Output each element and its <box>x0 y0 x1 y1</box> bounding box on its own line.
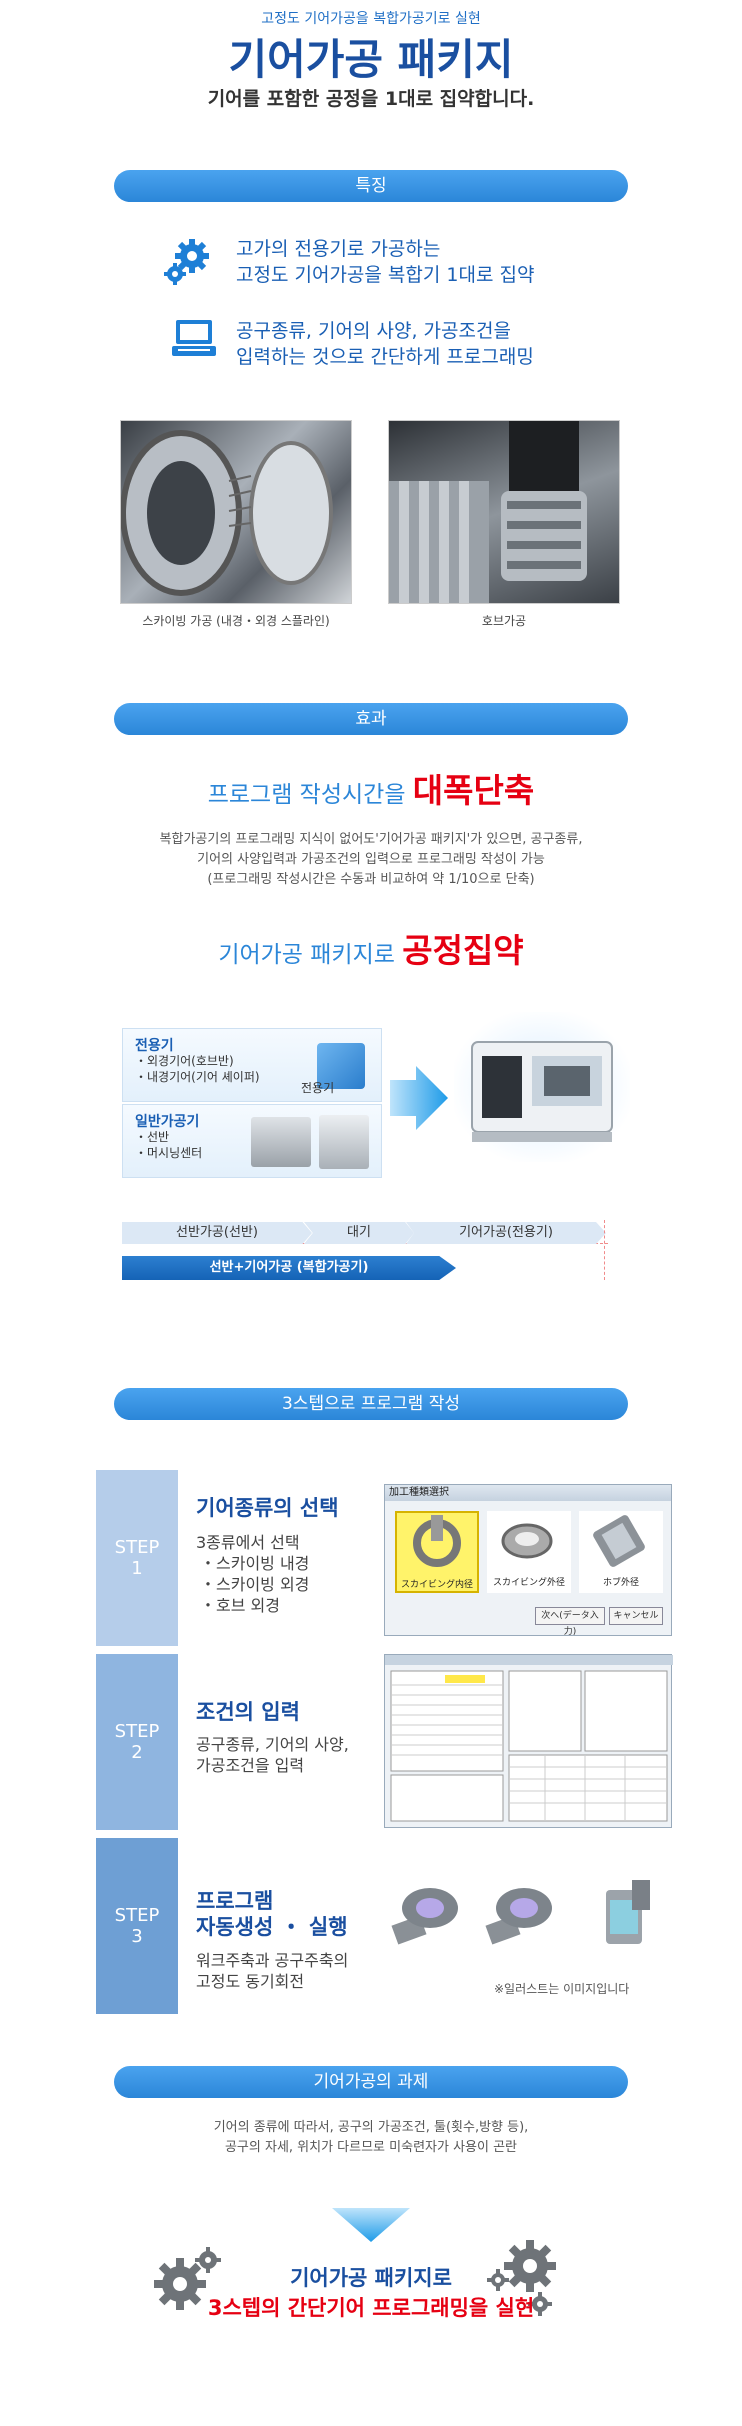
special-title: 전용기 <box>135 1038 174 1054</box>
step-3-body: 워크주축과 공구주축의 고정도 동기회전 <box>196 1950 348 1992</box>
step-1-badge: STEP 1 <box>96 1470 178 1646</box>
challenge-para-line2: 공구의 자세, 위치가 다르므로 미숙련자가 사용이 곤란 <box>224 2140 518 2155</box>
header-subtitle: 고정도 기어가공을 복합가공기로 실현 <box>261 11 481 27</box>
multitasking-machine-illustration <box>454 1012 630 1162</box>
step-1-body-line3: ・스카이빙 외경 <box>200 1575 310 1594</box>
step-3-body-line1: 워크주축과 공구주축의 <box>196 1951 349 1970</box>
step-2-title: 조건의 입력 <box>196 1700 300 1724</box>
gear-left-icon <box>150 2246 224 2320</box>
step-2-body-line2: 가공조건을 입력 <box>196 1756 305 1775</box>
arrow-right-icon <box>390 1066 448 1130</box>
timeline-top: 선반가공(선반) 대기 기어가공(전용기) <box>122 1222 608 1244</box>
step-1-title: 기어종류의 선택 <box>196 1496 339 1520</box>
special-item-1: ・외경기어(호브반) <box>135 1054 234 1068</box>
general-machine-box: 일반가공기 ・선반 ・머시닝센터 <box>122 1104 382 1178</box>
condition-input-dialog <box>384 1654 673 1828</box>
effect-headline-2-bold: 공정집약 <box>402 931 524 970</box>
special-machine-box: 전용기 ・외경기어(호브반) ・내경기어(기어 셰이퍼) 전용기 <box>122 1028 382 1102</box>
steps-heading: 3스텝으로 프로그램 작성 <box>114 1388 628 1420</box>
step-3-badge: STEP 3 <box>96 1838 178 2014</box>
step-2-label: STEP <box>114 1721 160 1742</box>
step-3-title: 프로그램 자동생성 ・ 실행 <box>196 1888 348 1940</box>
dialog-1-title: 加工種類選択 <box>385 1485 671 1501</box>
features-heading: 특징 <box>114 170 628 202</box>
effect-headline-1-normal: 프로그램 작성시간을 <box>207 782 413 808</box>
gear-right-icon <box>484 2236 564 2320</box>
solution-line-2: 3스텝의 간단기어 프로그래밍을 실현 <box>207 2296 535 2320</box>
general-item-2: ・머시닝센터 <box>135 1146 203 1160</box>
step-3-body-line2: 고정도 동기회전 <box>196 1972 305 1991</box>
feature-1-line1: 고가의 전용기로 가공하는 <box>236 238 441 260</box>
lathe-illustration <box>251 1117 311 1167</box>
general-items: ・선반 ・머시닝센터 <box>135 1129 202 1161</box>
timeline-combined: 선반+기어가공 (복합가공기) <box>122 1256 456 1280</box>
option-1-label: スカイビング内径 <box>400 1580 473 1590</box>
effect-para-line3: (프로그래밍 작성시간은 수동과 비교하여 약 1/10으로 단축) <box>207 872 535 887</box>
step-1-label: STEP <box>114 1537 160 1558</box>
general-item-1: ・선반 <box>135 1130 170 1144</box>
effect-headline-2: 기어가공 패키지로 공정집약 <box>0 924 742 972</box>
step-1-number: 1 <box>131 1558 143 1579</box>
illustration-note: ※일러스트는 이미지입니다 <box>494 1982 630 1996</box>
skiving-illustration <box>384 1880 674 1960</box>
effect-para-line1: 복합가공기의 프로그래밍 지식이 없어도'기어가공 패키지'가 있으면, 공구종… <box>159 832 583 847</box>
step-2-body: 공구종류, 기어의 사양, 가공조건을 입력 <box>196 1734 349 1776</box>
step-1-body-line2: ・스카이빙 내경 <box>200 1554 310 1573</box>
effect-headline-1-bold: 대폭단축 <box>412 771 535 810</box>
general-title: 일반가공기 <box>135 1114 200 1130</box>
solution-line-1: 기어가공 패키지로 <box>290 2266 452 2290</box>
step-1-body-line1: 3종류에서 선택 <box>196 1533 300 1552</box>
feature-2-text: 공구종류, 기어의 사양, 가공조건을 입력하는 것으로 간단하게 프로그래밍 <box>236 318 534 370</box>
skiving-photo <box>120 420 352 604</box>
laptop-icon <box>172 318 216 358</box>
arrow-down-icon <box>332 2208 410 2242</box>
step-2-body-line1: 공구종류, 기어의 사양, <box>196 1735 349 1754</box>
gear-type-dialog: 加工種類選択 スカイビング内径 スカイビング外径 ホブ外径 次へ(データ入力) … <box>384 1484 672 1637</box>
step-1-body: 3종류에서 선택 ・스카이빙 내경 ・스카이빙 외경 ・호브 외경 <box>196 1532 309 1616</box>
option-3-label: ホブ外径 <box>602 1578 639 1588</box>
cancel-button[interactable]: キャンセル <box>609 1607 663 1625</box>
step-3-number: 3 <box>131 1926 143 1947</box>
special-items: ・외경기어(호브반) ・내경기어(기어 셰이퍼) <box>135 1053 260 1085</box>
step-1-body-line4: ・호브 외경 <box>200 1596 280 1615</box>
option-skiving-outer[interactable]: スカイビング外径 <box>487 1511 571 1593</box>
special-item-2: ・내경기어(기어 셰이퍼) <box>135 1070 260 1084</box>
option-hob-outer[interactable]: ホブ外径 <box>579 1511 663 1593</box>
machining-center-illustration <box>319 1115 369 1169</box>
skiving-caption: 스카이빙 가공 (내경・외경 스플라인) <box>142 614 330 628</box>
effect-headline-1: 프로그램 작성시간을 대폭단축 <box>0 764 742 812</box>
effect-headline-2-normal: 기어가공 패키지로 <box>218 942 403 968</box>
feature-1-line2: 고정도 기어가공을 복합기 1대로 집약 <box>236 264 535 286</box>
special-machine-illustration <box>317 1043 365 1089</box>
step-3-title-line2: 자동생성 ・ 실행 <box>196 1915 348 1939</box>
timeline-wait: 대기 <box>304 1222 414 1244</box>
feature-2-line1: 공구종류, 기어의 사양, 가공조건을 <box>236 320 511 342</box>
challenge-heading: 기어가공의 과제 <box>114 2066 628 2098</box>
step-3-label: STEP <box>114 1905 160 1926</box>
challenge-paragraph: 기어의 종류에 따라서, 공구의 가공조건, 툴(횟수,방향 등), 공구의 자… <box>0 2118 742 2158</box>
timeline-gear: 기어가공(전용기) <box>406 1222 606 1244</box>
gears-icon <box>162 236 212 286</box>
effects-heading: 효과 <box>114 703 628 735</box>
option-2-label: スカイビング外径 <box>492 1578 565 1588</box>
timeline-lathe: 선반가공(선반) <box>122 1222 312 1244</box>
challenge-para-line1: 기어의 종류에 따라서, 공구의 가공조건, 툴(횟수,방향 등), <box>213 2120 529 2135</box>
timeline-end-marker <box>604 1220 606 1280</box>
step-2-number: 2 <box>131 1742 143 1763</box>
special-label: 전용기 <box>301 1081 335 1095</box>
hobbing-photo <box>388 420 620 604</box>
feature-1-text: 고가의 전용기로 가공하는 고정도 기어가공을 복합기 1대로 집약 <box>236 236 534 288</box>
tagline: 기어를 포함한 공정을 1대로 집약합니다. <box>207 88 535 110</box>
hobbing-caption: 호브가공 <box>481 614 527 628</box>
page-title: 기어가공 패키지 <box>228 35 514 84</box>
step-2-badge: STEP 2 <box>96 1654 178 1830</box>
option-skiving-inner[interactable]: スカイビング内径 <box>395 1511 479 1593</box>
effect-para-line2: 기어의 사양입력과 가공조건의 입력으로 프로그래밍 작성이 가능 <box>197 852 545 867</box>
effect-paragraph: 복합가공기의 프로그래밍 지식이 없어도'기어가공 패키지'가 있으면, 공구종… <box>0 830 742 890</box>
next-button[interactable]: 次へ(データ入力) <box>535 1607 605 1637</box>
feature-2-line2: 입력하는 것으로 간단하게 프로그래밍 <box>236 346 534 368</box>
step-3-title-line1: 프로그램 <box>196 1889 274 1913</box>
